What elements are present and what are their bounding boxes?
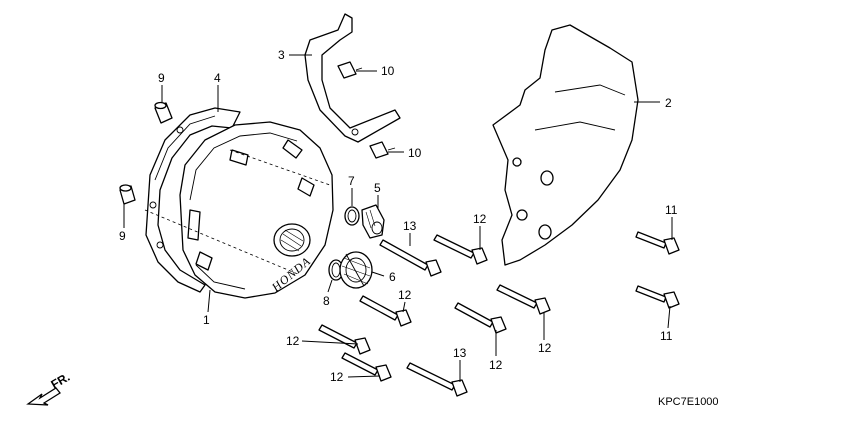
callout-10-lower: 10 <box>408 146 422 160</box>
bracket-part-3 <box>304 13 401 143</box>
callout-13-upper: 13 <box>403 219 417 233</box>
callout-13-lower: 13 <box>453 346 467 360</box>
callout-11-upper: 11 <box>665 203 678 217</box>
callout-6: 6 <box>389 270 396 284</box>
bolt-part-10-upper <box>337 61 363 79</box>
bolt-part-10-lower <box>369 141 396 159</box>
left-crankcase-cover-part-1: HONDA <box>144 121 334 299</box>
callout-10-upper: 10 <box>381 64 395 78</box>
callout-12-e: 12 <box>286 334 300 348</box>
bolt-part-13-lower <box>406 362 468 397</box>
o-ring-part-7 <box>344 206 360 226</box>
dowel-pin-part-9-left <box>119 184 136 205</box>
callout-11-lower: 11 <box>660 329 673 343</box>
front-direction-label: FR. <box>49 370 73 392</box>
cap-part-6 <box>339 251 373 289</box>
callout-3: 3 <box>278 48 285 62</box>
sprocket-cover-part-2 <box>492 24 639 266</box>
callout-12-c: 12 <box>489 358 503 372</box>
callout-12-a: 12 <box>473 212 487 226</box>
bolt-part-12-d <box>496 284 551 315</box>
callout-7: 7 <box>348 174 355 188</box>
callout-12-d: 12 <box>538 341 552 355</box>
bolt-part-12-b <box>359 295 412 327</box>
bolt-part-12-e <box>318 324 371 355</box>
bolt-part-13-upper <box>379 239 442 277</box>
leader-lines <box>123 54 673 382</box>
bolt-part-12-a <box>433 234 488 265</box>
diagram-code: KPC7E1000 <box>658 396 719 408</box>
front-direction-arrow: FR. <box>26 370 73 406</box>
bolt-part-12-c <box>454 302 507 334</box>
plug-part-5 <box>361 204 385 239</box>
callout-8: 8 <box>323 294 330 308</box>
callout-9-left: 9 <box>119 229 126 243</box>
bolt-part-12-f <box>341 352 392 382</box>
bolt-part-11-upper <box>635 231 680 255</box>
callout-1: 1 <box>203 313 210 327</box>
bolt-part-11-lower <box>635 285 680 309</box>
callout-12-f: 12 <box>330 370 344 384</box>
callout-12-b: 12 <box>398 288 412 302</box>
dowel-pin-part-9-top <box>154 101 173 124</box>
callout-2: 2 <box>665 96 672 110</box>
callout-5: 5 <box>374 181 381 195</box>
callout-labels: 1 2 3 4 5 6 7 8 9 9 10 10 11 11 12 12 12… <box>119 48 678 384</box>
callout-4: 4 <box>214 71 221 85</box>
callout-9-top: 9 <box>158 71 165 85</box>
gasket-part-4 <box>145 107 241 293</box>
